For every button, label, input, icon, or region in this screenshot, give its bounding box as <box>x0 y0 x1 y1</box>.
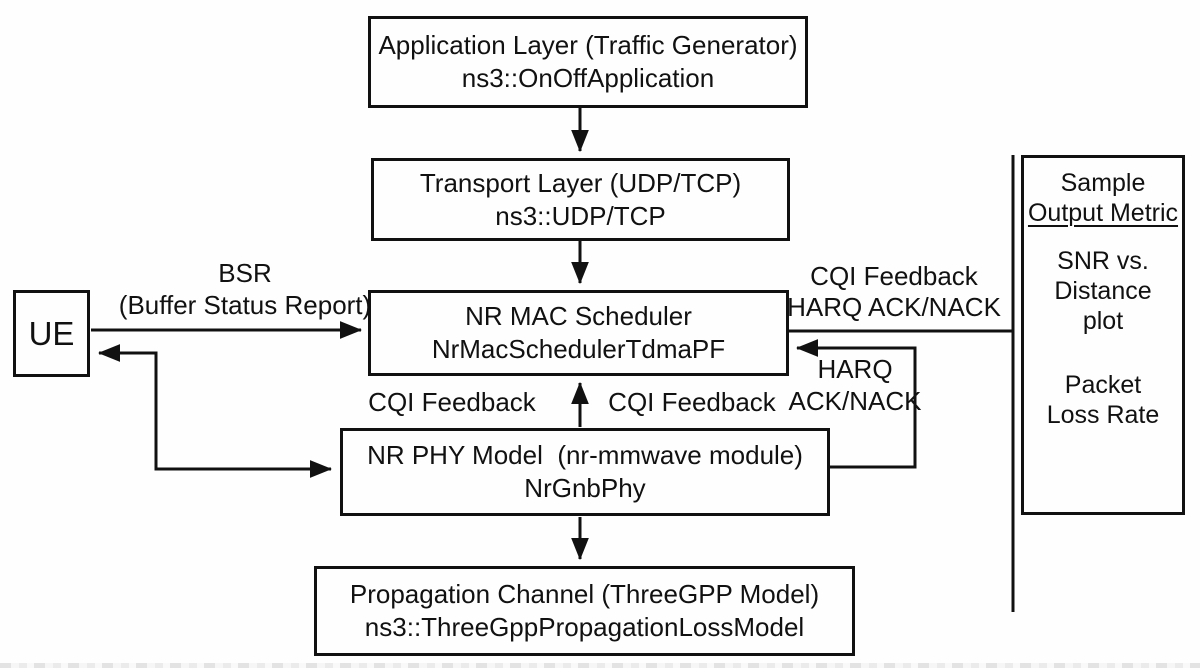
nr-mac-scheduler-box: NR MAC Scheduler NrMacSchedulerTdmaPF <box>368 290 789 376</box>
phy-model-class: NrGnbPhy <box>524 473 646 503</box>
metric-title: Sample Output Metric <box>1028 168 1178 228</box>
metric-title-line1: Sample <box>1060 169 1146 197</box>
nr-phy-model-box: NR PHY Model (nr-mmwave module) NrGnbPhy <box>340 428 830 516</box>
harq-mid-line1: HARQ <box>817 354 893 384</box>
cqi-feedback-left-label: CQI Feedback <box>368 387 536 417</box>
transport-layer-title: Transport Layer (UDP/TCP) <box>419 167 742 198</box>
cqi-feedback-mid-label: CQI Feedback <box>608 387 776 417</box>
transport-layer-box: Transport Layer (UDP/TCP) ns3::UDP/TCP <box>371 158 790 241</box>
mac-scheduler-title: NR MAC Scheduler <box>465 301 692 331</box>
propagation-channel-title: Propagation Channel (ThreeGPP Model) <box>349 579 820 609</box>
sample-output-metric-box: Sample Output Metric SNR vs. Distance pl… <box>1021 155 1185 515</box>
metric-item2-line1: Packet <box>1064 371 1142 399</box>
cqi-top-right-line2: HARQ ACK/NACK <box>787 292 1001 322</box>
phy-model-title: NR PHY Model (nr-mmwave module) <box>367 440 803 470</box>
ue-box: UE <box>13 290 90 377</box>
arrow-phy-to-mac-harq-elbow <box>795 339 917 469</box>
bsr-label: BSR (Buffer Status Report) <box>95 257 395 321</box>
transport-layer-class: ns3::UDP/TCP <box>495 200 666 231</box>
metric-item2-line2: Loss Rate <box>1046 401 1160 429</box>
metric-item1-line3: plot <box>1082 307 1124 335</box>
mac-scheduler-class: NrMacSchedulerTdmaPF <box>431 334 726 364</box>
application-layer-class: ns3::OnOffApplication <box>461 63 715 93</box>
harq-mid-line2: ACK/NACK <box>788 386 922 416</box>
bottom-artifact-strip <box>0 663 1200 668</box>
metric-item1-line2: Distance <box>1054 277 1152 305</box>
metric-packet-loss-rate: Packet Loss Rate <box>1047 370 1160 430</box>
bsr-label-line1: BSR <box>218 258 272 288</box>
arrow-ue-phy-bidirectional <box>97 344 333 478</box>
harq-ack-nack-mid-label: HARQ ACK/NACK <box>775 353 935 417</box>
ue-label: UE <box>28 315 75 352</box>
propagation-channel-box: Propagation Channel (ThreeGPP Model) ns3… <box>314 566 855 656</box>
metric-title-line2: Output Metric <box>1027 199 1179 227</box>
application-layer-box: Application Layer (Traffic Generator) ns… <box>368 16 808 108</box>
cqi-top-right-line1: CQI Feedback <box>810 261 978 291</box>
metric-item1-line1: SNR vs. <box>1057 247 1149 275</box>
metric-snr-distance-plot: SNR vs. Distance plot <box>1054 246 1151 336</box>
propagation-channel-class: ns3::ThreeGppPropagationLossModel <box>364 612 805 642</box>
bsr-label-line2: (Buffer Status Report) <box>118 290 372 320</box>
cqi-harq-top-right-label: CQI Feedback HARQ ACK/NACK <box>785 261 1003 323</box>
application-layer-title: Application Layer (Traffic Generator) <box>378 30 798 60</box>
